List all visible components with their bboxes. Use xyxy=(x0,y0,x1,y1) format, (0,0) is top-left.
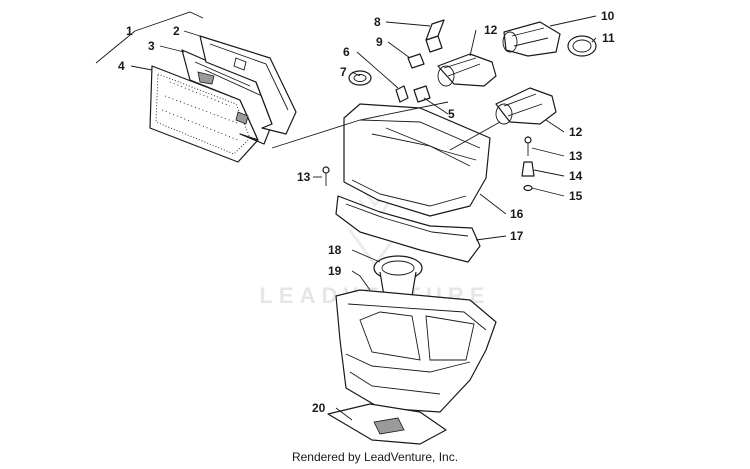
callout-4: 4 xyxy=(118,59,125,73)
part-18-velocity-stack xyxy=(373,255,423,297)
callout-6: 6 xyxy=(343,45,350,59)
callout-20: 20 xyxy=(312,401,326,415)
part-19-airbox-base xyxy=(335,289,497,413)
part-15-washer xyxy=(523,184,533,192)
callout-10: 10 xyxy=(601,9,615,23)
callout-19: 19 xyxy=(328,264,342,278)
part-20-base-gasket xyxy=(327,403,447,445)
part-13-screw-left xyxy=(322,166,330,186)
leader-lines xyxy=(95,11,597,421)
part-13-screw-right xyxy=(524,136,532,156)
callout-labels: 1 2 3 4 5 6 7 8 9 10 11 12 12 13 13 14 1… xyxy=(118,9,615,415)
callout-2: 2 xyxy=(173,24,180,38)
part-10-intake-boot xyxy=(502,21,561,57)
part-3-filter-cage xyxy=(181,49,273,145)
callout-5: 5 xyxy=(448,107,455,121)
callout-13-right: 13 xyxy=(569,149,583,163)
callout-1: 1 xyxy=(126,24,133,38)
part-17-gasket xyxy=(335,195,481,263)
callout-8: 8 xyxy=(374,15,381,29)
part-6-plug xyxy=(395,85,409,103)
callout-12-upper: 12 xyxy=(484,23,498,37)
part-16-airbox-cover xyxy=(343,103,491,217)
part-2-filter-frame xyxy=(199,35,297,135)
part-12-duct-upper xyxy=(437,53,497,87)
part-8-hose xyxy=(425,19,445,53)
part-9-clamp xyxy=(407,53,425,69)
part-11-clamp-ring xyxy=(567,35,597,57)
part-14-fastener xyxy=(521,161,535,177)
part-7-grommet xyxy=(348,70,372,86)
callout-9: 9 xyxy=(376,35,383,49)
callout-15: 15 xyxy=(569,189,583,203)
footer-credit: Rendered by LeadVenture, Inc. xyxy=(291,450,459,464)
callout-13-left: 13 xyxy=(297,170,311,184)
part-5-fitting xyxy=(413,85,431,103)
callout-11: 11 xyxy=(602,31,615,45)
callout-14: 14 xyxy=(569,169,583,183)
callout-3: 3 xyxy=(148,39,155,53)
callout-7: 7 xyxy=(340,65,347,79)
part-4-foam-filter xyxy=(149,65,259,163)
callout-16: 16 xyxy=(510,207,524,221)
part-12-duct-lower xyxy=(495,87,557,125)
callout-12-lower: 12 xyxy=(569,125,583,139)
callout-17: 17 xyxy=(510,229,524,243)
callout-18: 18 xyxy=(328,243,342,257)
